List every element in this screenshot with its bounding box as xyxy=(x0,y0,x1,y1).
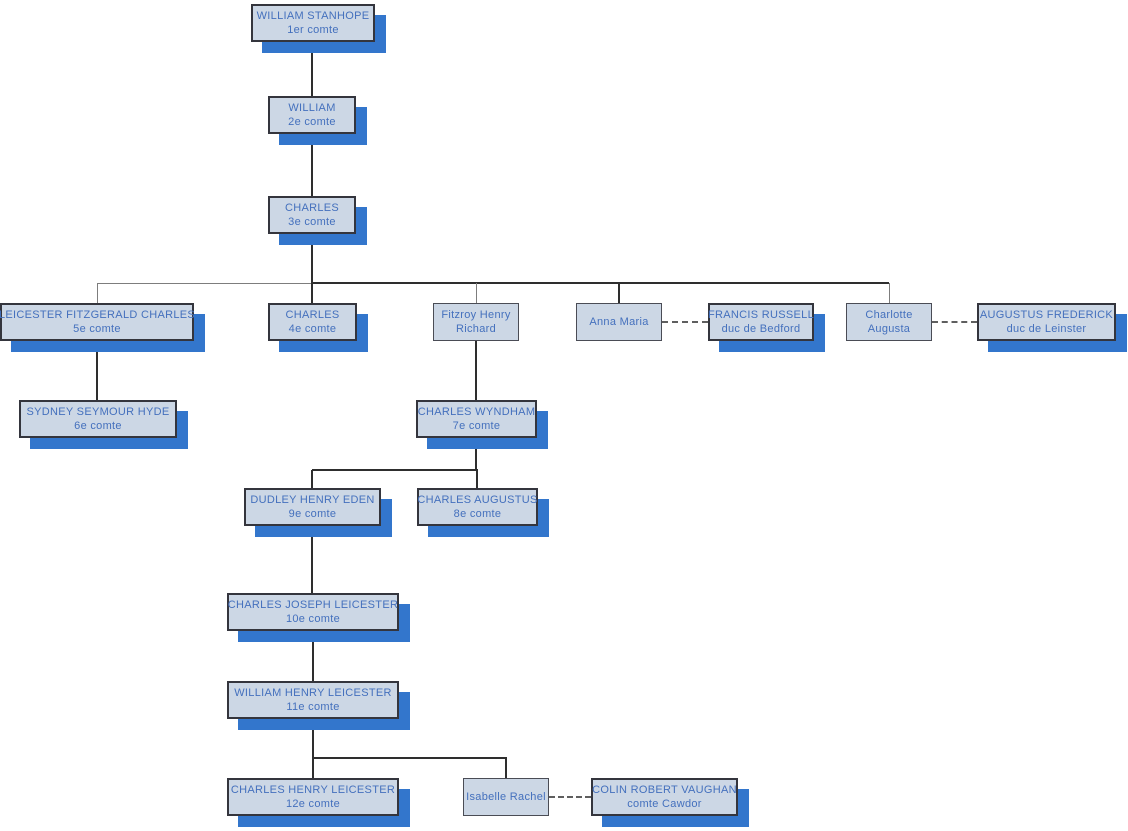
node-name-line: CHARLES WYNDHAM xyxy=(417,406,536,418)
node-title-line: 12e comte xyxy=(285,798,341,810)
node-title-line: duc de Leinster xyxy=(1006,323,1087,335)
connector-line-vertical xyxy=(505,758,507,778)
tree-node-comte-cawdor: COLIN ROBERT VAUGHAN comte Cawdor xyxy=(591,778,738,816)
connector-line-horizontal xyxy=(312,469,478,471)
connector-line-vertical xyxy=(311,134,313,196)
node-name-line: Isabelle Rachel xyxy=(466,791,546,803)
node-title-line: 10e comte xyxy=(285,613,341,625)
connector-line-vertical xyxy=(312,719,314,758)
node-name-line: CHARLES AUGUSTUS xyxy=(417,494,538,506)
node-title-line: 8e comte xyxy=(453,508,502,520)
connector-line-vertical xyxy=(311,42,313,96)
tree-node-5e-comte: LEICESTER FITZGERALD CHARLES 5e comte xyxy=(0,303,196,341)
node-name-line: CHARLES HENRY LEICESTER xyxy=(230,784,396,796)
tree-node-4e-comte: CHARLES 4e comte xyxy=(268,303,357,341)
tree-node-duc-de-bedford: FRANCIS RUSSELL duc de Bedford xyxy=(708,303,814,341)
node-title-line: 4e comte xyxy=(288,323,337,335)
connector-line-horizontal xyxy=(97,283,313,284)
node-title-line: 5e comte xyxy=(73,323,121,335)
node-name-line: Charlotte xyxy=(865,309,913,321)
node-name-line: CHARLES xyxy=(285,309,340,321)
tree-node-2e-comte: WILLIAM 2e comte xyxy=(268,96,356,134)
connector-line-vertical xyxy=(312,631,314,681)
node-name-line: WILLIAM HENRY LEICESTER xyxy=(234,687,392,699)
connector-line-vertical xyxy=(311,470,313,488)
tree-node-9e-comte: DUDLEY HENRY EDEN 9e comte xyxy=(244,488,381,526)
tree-node-6e-comte: SYDNEY SEYMOUR HYDE 6e comte xyxy=(19,400,177,438)
node-title-line: 11e comte xyxy=(286,701,340,713)
tree-node-anna-maria: Anna Maria xyxy=(576,303,662,341)
node-name-line: CHARLES JOSEPH LEICESTER xyxy=(227,599,399,611)
node-title-line: comte Cawdor xyxy=(627,798,702,810)
connector-line-vertical xyxy=(311,526,313,593)
connector-line-vertical xyxy=(475,341,477,400)
node-name-line: AUGUSTUS FREDERICK xyxy=(979,309,1114,321)
node-title-line: Richard xyxy=(455,323,496,335)
node-title-line: 9e comte xyxy=(288,508,337,520)
tree-node-duc-de-leinster: AUGUSTUS FREDERICK duc de Leinster xyxy=(977,303,1116,341)
marriage-dashed-line xyxy=(549,796,591,798)
connector-line-vertical xyxy=(96,341,98,400)
node-title-line: Augusta xyxy=(867,323,911,335)
tree-node-7e-comte: CHARLES WYNDHAM 7e comte xyxy=(416,400,537,438)
tree-node-1er-comte: WILLIAM STANHOPE 1er comte xyxy=(251,4,375,42)
connector-line-vertical xyxy=(97,283,98,303)
connector-line-vertical xyxy=(311,283,313,303)
connector-line-vertical xyxy=(311,234,313,283)
node-title-line: 3e comte xyxy=(288,216,336,228)
node-title-line: duc de Bedford xyxy=(721,323,801,335)
node-name-line: WILLIAM STANHOPE xyxy=(256,10,370,22)
connector-line-vertical xyxy=(312,758,314,778)
node-name-line: DUDLEY HENRY EDEN xyxy=(250,494,375,506)
node-title-line: 7e comte xyxy=(452,420,501,432)
connector-line-vertical xyxy=(476,283,477,303)
node-name-line: SYDNEY SEYMOUR HYDE xyxy=(26,406,170,418)
marriage-dashed-line xyxy=(932,321,977,323)
node-title-line: 2e comte xyxy=(288,116,336,128)
connector-line-horizontal xyxy=(313,757,507,759)
node-name-line: Fitzroy Henry xyxy=(441,309,511,321)
connector-line-vertical xyxy=(889,283,890,303)
tree-node-3e-comte: CHARLES 3e comte xyxy=(268,196,356,234)
node-name-line: CHARLES xyxy=(284,202,340,214)
connector-line-vertical xyxy=(618,283,620,303)
node-title-line: 6e comte xyxy=(74,420,122,432)
node-name-line: LEICESTER FITZGERALD CHARLES xyxy=(0,309,196,321)
tree-node-11e-comte: WILLIAM HENRY LEICESTER 11e comte xyxy=(227,681,399,719)
node-title-line: 1er comte xyxy=(287,24,339,36)
connector-line-vertical xyxy=(475,438,477,470)
connector-line-horizontal xyxy=(312,282,889,284)
node-name-line: COLIN ROBERT VAUGHAN xyxy=(592,784,737,796)
tree-node-12e-comte: CHARLES HENRY LEICESTER 12e comte xyxy=(227,778,399,816)
node-name-line: FRANCIS RUSSELL xyxy=(708,309,814,321)
marriage-dashed-line xyxy=(662,321,708,323)
node-name-line: WILLIAM xyxy=(288,102,336,114)
tree-node-8e-comte: CHARLES AUGUSTUS 8e comte xyxy=(417,488,538,526)
connector-line-vertical xyxy=(476,470,478,488)
tree-node-isabelle-rachel: Isabelle Rachel xyxy=(463,778,549,816)
tree-node-10e-comte: CHARLES JOSEPH LEICESTER 10e comte xyxy=(227,593,399,631)
node-name-line: Anna Maria xyxy=(589,316,649,328)
